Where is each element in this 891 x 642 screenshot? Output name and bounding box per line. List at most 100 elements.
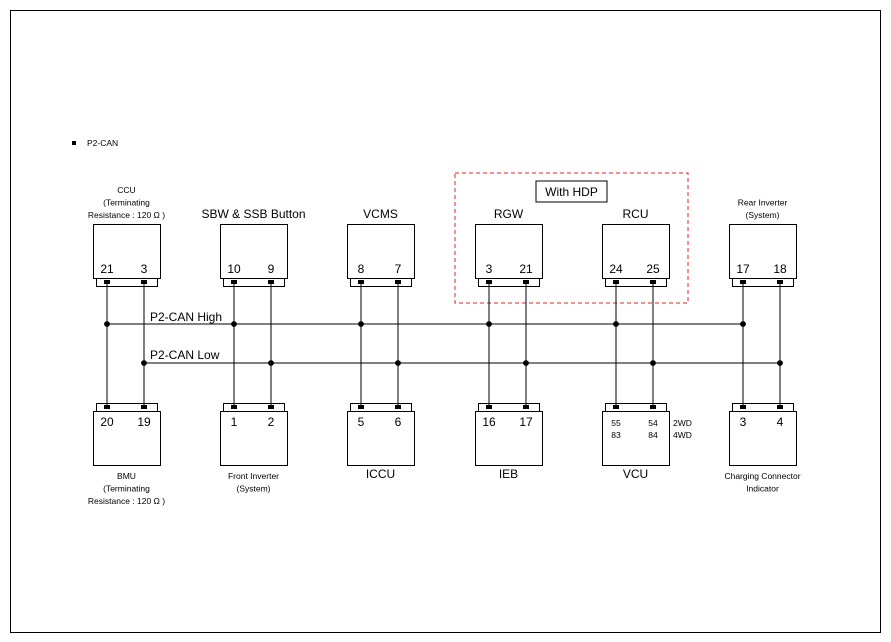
ieb-label: IEB — [499, 467, 518, 481]
charging-connector-pin-4: 4 — [777, 415, 784, 429]
sbw-pin-9: 9 — [268, 262, 275, 276]
bmu-label-line: (Terminating — [103, 484, 150, 494]
diagram-frame — [10, 10, 881, 633]
iccu-label: ICCU — [366, 467, 395, 481]
ieb-junction — [486, 321, 492, 327]
bmu-pin-19: 19 — [137, 415, 151, 429]
rcu-pin-terminal — [650, 280, 656, 284]
module-iccu: ICCU 5 6 — [347, 324, 415, 481]
bmu-junction — [141, 360, 147, 366]
hdp-label-box — [535, 180, 608, 203]
rgw-pin-terminal — [523, 280, 529, 284]
charging-connector-label-line: Indicator — [746, 484, 779, 494]
vcms-pin-terminal — [358, 280, 364, 284]
vcms-pin-7: 7 — [395, 262, 402, 276]
ccu-label-line: (Terminating — [103, 198, 150, 208]
vcu-pin-54: 54 — [648, 418, 658, 428]
module-sbw: SBW & SSB Button 10 9 — [201, 207, 306, 363]
vcms-pin-8: 8 — [358, 262, 365, 276]
ccu-pin-terminal — [141, 280, 147, 284]
rgw-box — [475, 224, 543, 279]
ieb-pin-17: 17 — [519, 415, 533, 429]
bmu-label-line: Resistance : 120 Ω ) — [88, 496, 165, 506]
bus-high-label: P2-CAN High — [150, 310, 222, 324]
iccu-pin-5: 5 — [358, 415, 365, 429]
rgw-label: RGW — [494, 207, 524, 221]
rgw-pin-21: 21 — [519, 262, 533, 276]
front-inverter-label-line: (System) — [237, 484, 271, 494]
ccu-pin-terminal — [104, 280, 110, 284]
charging-connector-pin-terminal — [740, 405, 746, 409]
rcu-pin-terminal — [613, 280, 619, 284]
hdp-region — [454, 172, 689, 304]
module-ieb: IEB 16 17 — [475, 324, 543, 481]
vcms-box — [347, 224, 415, 279]
front-inverter-pin-1: 1 — [231, 415, 238, 429]
bmu-pin-terminal — [104, 405, 110, 409]
iccu-box — [347, 411, 415, 466]
sbw-pin-terminal — [268, 280, 274, 284]
iccu-pin-6: 6 — [395, 415, 402, 429]
rcu-pin-25: 25 — [646, 262, 660, 276]
charging-connector-junction — [777, 360, 783, 366]
iccu-junction — [395, 360, 401, 366]
bmu-junction — [104, 321, 110, 327]
hdp-label: With HDP — [545, 185, 598, 199]
bmu-box — [93, 411, 161, 466]
bmu-label-line: BMU — [117, 471, 136, 481]
charging-connector-box — [729, 411, 797, 466]
ieb-junction — [523, 360, 529, 366]
ieb-pin-terminal — [486, 405, 492, 409]
ieb-box — [475, 411, 543, 466]
rcu-pin-24: 24 — [609, 262, 623, 276]
bmu-pin-20: 20 — [100, 415, 114, 429]
module-vcms: VCMS 8 7 — [347, 207, 415, 363]
vcu-label: VCU — [623, 467, 648, 481]
vcu-pin-83: 83 — [611, 430, 621, 440]
vcu-variant-4WD: 4WD — [673, 430, 692, 440]
rear-inverter-connector — [732, 278, 794, 287]
front-inverter-junction — [268, 360, 274, 366]
rear-inverter-pin-17: 17 — [736, 262, 750, 276]
rear-inverter-label-line: Rear Inverter — [738, 198, 788, 208]
vcu-variant-2WD: 2WD — [673, 418, 692, 428]
vcms-pin-terminal — [395, 280, 401, 284]
rgw-pin-3: 3 — [486, 262, 493, 276]
ccu-pin-3: 3 — [141, 262, 148, 276]
front-inverter-pin-2: 2 — [268, 415, 275, 429]
module-front-inverter: Front Inverter (System) 1 2 — [220, 324, 288, 494]
rcu-box — [602, 224, 670, 279]
ccu-pin-21: 21 — [100, 262, 114, 276]
front-inverter-box — [220, 411, 288, 466]
rear-inverter-box — [729, 224, 797, 279]
ieb-pin-16: 16 — [482, 415, 496, 429]
front-inverter-pin-terminal — [231, 405, 237, 409]
rgw-pin-terminal — [486, 280, 492, 284]
front-inverter-label-line: Front Inverter — [228, 471, 279, 481]
iccu-pin-terminal — [358, 405, 364, 409]
section-label: P2-CAN — [87, 138, 118, 148]
charging-connector-pin-terminal — [777, 405, 783, 409]
front-inverter-junction — [231, 321, 237, 327]
charging-connector-pin-3: 3 — [740, 415, 747, 429]
vcu-pin-84: 84 — [648, 430, 658, 440]
ieb-pin-terminal — [523, 405, 529, 409]
vcu-pin-terminal — [613, 405, 619, 409]
section-bullet-icon — [72, 141, 76, 145]
sbw-label: SBW & SSB Button — [201, 207, 305, 221]
ccu-label-line: CCU — [117, 185, 135, 195]
vcms-label: VCMS — [363, 207, 398, 221]
sbw-pin-10: 10 — [227, 262, 241, 276]
sbw-connector — [223, 278, 285, 287]
rcu-connector — [605, 278, 667, 287]
rgw-connector — [478, 278, 540, 287]
rear-inverter-pin-terminal — [777, 280, 783, 284]
charging-connector-label-line: Charging Connector — [724, 471, 800, 481]
